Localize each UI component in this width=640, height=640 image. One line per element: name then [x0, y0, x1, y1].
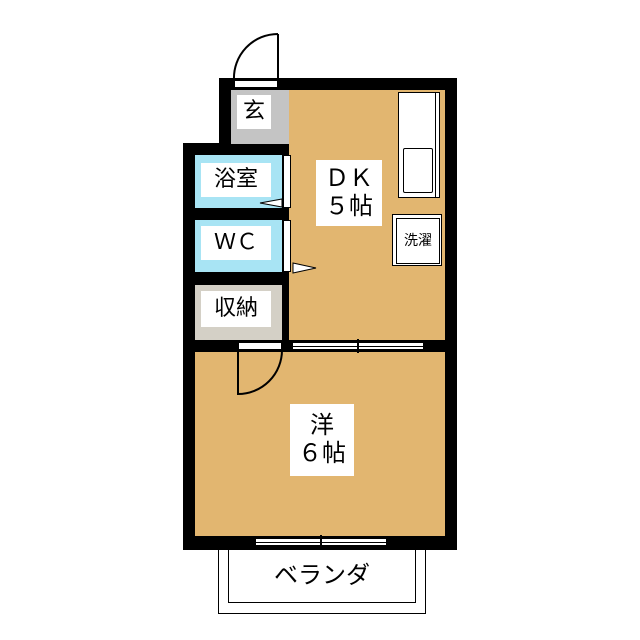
western-label-type: 洋 [310, 411, 334, 440]
western-door-swing [237, 349, 283, 396]
dk-floor-edge [293, 143, 303, 340]
storage-label: 収納 [201, 291, 271, 327]
western-label-size: ６帖 [298, 439, 346, 467]
entrance-label: 玄 [237, 95, 271, 129]
dk-label-size: ５帖 [325, 192, 373, 220]
kitchen-sink [403, 148, 433, 193]
balcony-label: ベランダ [274, 561, 370, 590]
toilet-door [283, 220, 291, 272]
entrance-door-swing [232, 32, 279, 81]
balcony [218, 548, 426, 614]
window-divider [320, 535, 322, 549]
bath-door [283, 155, 291, 208]
toilet-label: ＷＣ [201, 226, 271, 260]
bath-door-arrow-icon [259, 198, 283, 208]
dk-label-type: ＤＫ [325, 164, 373, 193]
window-divider [357, 339, 359, 353]
counter-edge-line [435, 92, 436, 198]
western-door-opening [238, 342, 282, 350]
toilet-door-arrow-icon [292, 262, 317, 274]
balcony-inner-rail [228, 548, 416, 603]
western-label: 洋 ６帖 [290, 404, 354, 476]
bath-label: 浴室 [201, 163, 271, 197]
dk-label: ＤＫ ５帖 [316, 160, 382, 226]
entrance-door-opening [234, 80, 278, 88]
laundry-label: 洗濯 [396, 218, 440, 264]
